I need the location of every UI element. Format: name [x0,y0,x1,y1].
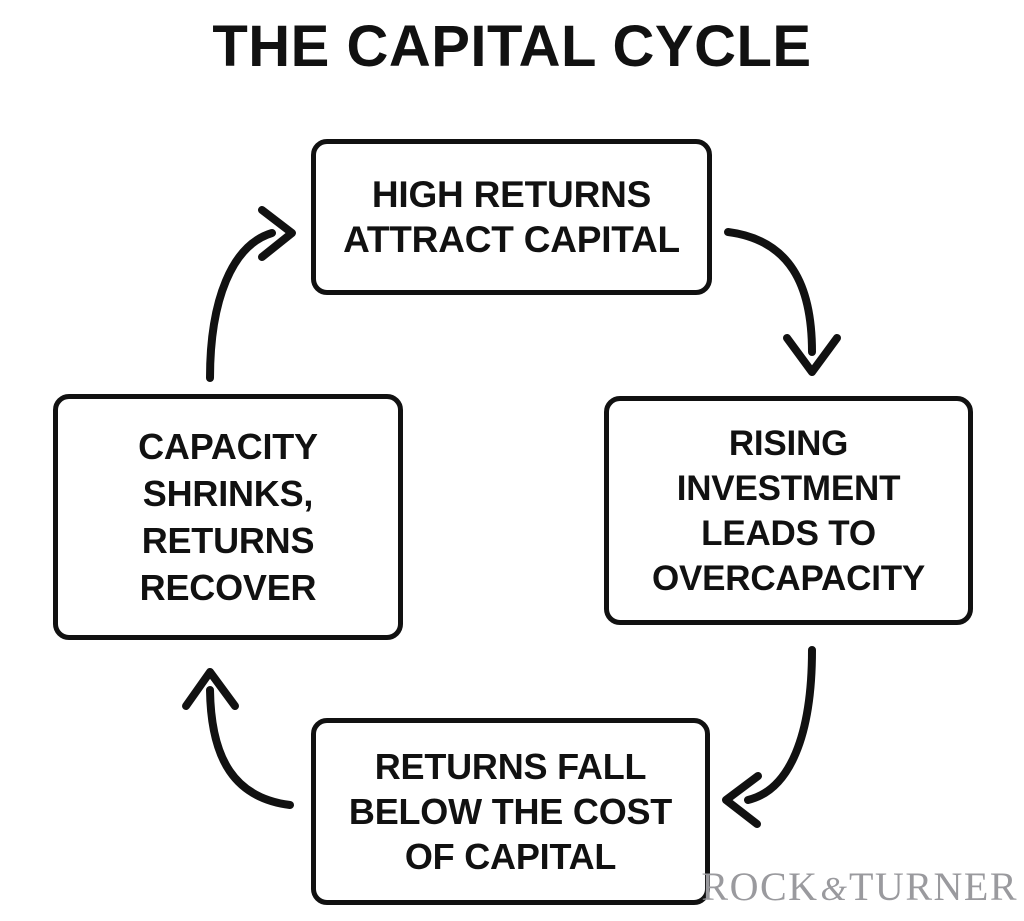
cycle-node-line: RETURNS [141,520,315,561]
watermark-right-word: TURNER [849,864,1018,909]
cycle-node-line: HIGH RETURNS [371,174,652,215]
cycle-node-high-returns-attract-capital[interactable]: HIGH RETURNS ATTRACT CAPITAL [311,139,712,295]
cycle-node-label: RETURNS FALL BELOW THE COST OF CAPITAL [339,744,682,879]
watermark-left-word: ROCK [701,864,819,909]
cycle-node-line: OF CAPITAL [404,836,617,877]
connector-right-to-bottom [722,646,816,828]
cycle-node-line: INVESTMENT [676,468,901,508]
cycle-node-line: RISING [728,423,849,463]
cycle-node-label: RISING INVESTMENT LEADS TO OVERCAPACITY [642,421,935,601]
cycle-node-line: RECOVER [139,567,317,608]
cycle-node-rising-investment-leads-to-overcapacity[interactable]: RISING INVESTMENT LEADS TO OVERCAPACITY [604,396,973,625]
brand-watermark: ROCK&TURNER [701,864,1018,913]
cycle-node-returns-fall-below-the-cost-of-capital[interactable]: RETURNS FALL BELOW THE COST OF CAPITAL [311,718,710,905]
cycle-node-line: SHRINKS, [142,473,314,514]
cycle-node-line: LEADS TO [701,513,876,553]
cycle-node-line: CAPACITY [138,426,318,467]
watermark-ampersand: & [820,871,847,908]
connector-left-to-top [206,206,296,382]
connector-top-to-right [724,228,841,376]
page-title: THE CAPITAL CYCLE [212,14,812,79]
connector-bottom-to-left [182,668,294,809]
cycle-node-line: ATTRACT CAPITAL [343,219,680,260]
cycle-node-line: BELOW THE COST [348,791,673,832]
cycle-node-line: RETURNS FALL [374,746,647,787]
cycle-node-capacity-shrinks-returns-recover[interactable]: CAPACITY SHRINKS, RETURNS RECOVER [53,394,403,640]
cycle-node-label: CAPACITY SHRINKS, RETURNS RECOVER [128,423,328,611]
cycle-node-line: OVERCAPACITY [651,558,926,598]
cycle-node-label: HIGH RETURNS ATTRACT CAPITAL [333,172,690,262]
